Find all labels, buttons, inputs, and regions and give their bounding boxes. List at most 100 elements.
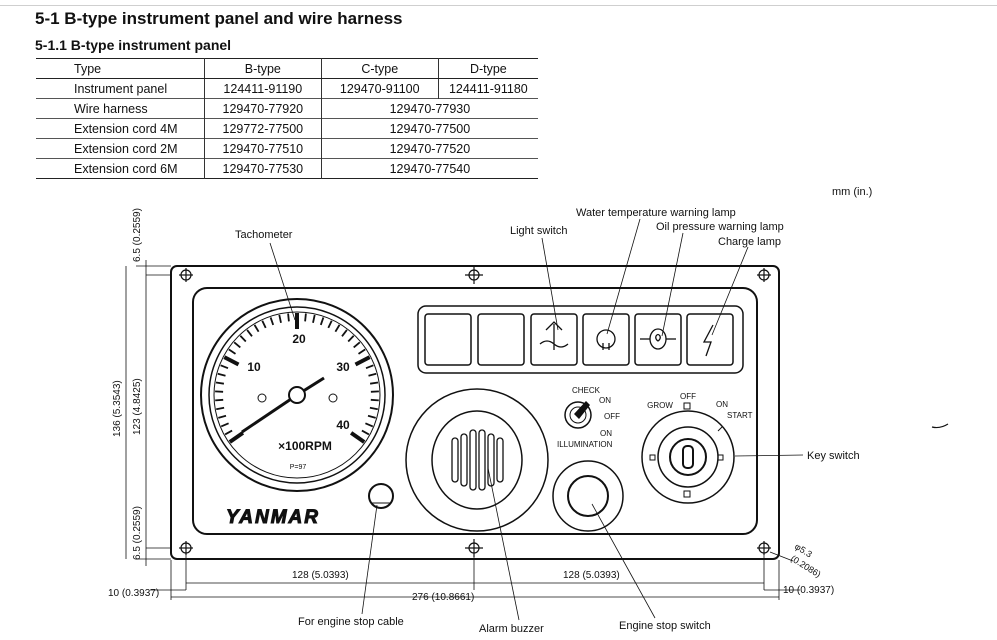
tach-tick xyxy=(341,329,348,337)
tach-tick xyxy=(353,341,361,349)
row-b-value: 129470-77530 xyxy=(203,158,322,179)
tach-tick xyxy=(215,398,224,402)
row-name: Extension cord 6M xyxy=(36,158,205,179)
tach-unit: ×100RPM xyxy=(278,439,332,453)
light-switch-toggle[interactable] xyxy=(564,401,592,429)
warning-lamp-module xyxy=(417,305,744,374)
key-start: START xyxy=(727,411,753,420)
tachometer-needle xyxy=(241,393,298,434)
light-switch-on-bottom: ON xyxy=(600,429,612,438)
row-name: Instrument panel xyxy=(36,78,205,99)
top-rule xyxy=(0,5,997,6)
dim-bottom-margin: 6.5 (0.2559) xyxy=(132,506,143,560)
table-row: Extension cord 2M 129470-77510 129470-77… xyxy=(36,138,538,159)
stray-mark xyxy=(931,423,949,429)
dim-top-margin: 6.5 (0.2559) xyxy=(132,208,143,262)
tach-tick xyxy=(261,320,267,329)
buzzer-slot xyxy=(478,429,486,491)
dim-half-left: 128 (5.0393) xyxy=(292,570,349,581)
label-key-switch: Key switch xyxy=(807,450,860,462)
buzzer-slot xyxy=(469,429,477,491)
row-cd-value: 129470-77520 xyxy=(320,138,538,159)
row-d-value: 124411-91180 xyxy=(437,78,538,99)
tach-tick xyxy=(349,431,366,444)
tach-tick xyxy=(215,381,225,385)
dim-total-width: 276 (10.8661) xyxy=(412,592,474,603)
mounting-hole xyxy=(179,541,193,555)
table-row: Extension cord 6M 129470-77530 129470-77… xyxy=(36,158,538,179)
tachometer-hub xyxy=(288,386,306,404)
table-row: Extension cord 4M 129772-77500 129470-77… xyxy=(36,118,538,139)
section-title: 5-1 B-type instrument panel and wire har… xyxy=(35,9,403,28)
header-b-type: B-type xyxy=(203,58,322,79)
leader-lines xyxy=(269,218,804,621)
tach-tick xyxy=(233,341,241,349)
water-temp-lamp xyxy=(582,313,630,366)
dim-left-edge: 10 (0.3937) xyxy=(108,588,159,599)
buzzer-slot xyxy=(451,437,459,483)
tach-tick xyxy=(368,372,377,377)
subsection-title: 5-1.1 B-type instrument panel xyxy=(35,37,232,53)
table-row: Wire harness 129470-77920 129470-77930 xyxy=(36,98,538,119)
tach-tick xyxy=(369,406,378,411)
tach-label-30: 30 xyxy=(336,360,350,374)
label-alarm-buzzer: Alarm buzzer xyxy=(479,623,544,635)
blank-lamp xyxy=(477,313,525,366)
label-charge-lamp: Charge lamp xyxy=(718,236,781,248)
tach-tick xyxy=(367,414,376,419)
key-grow: GROW xyxy=(647,401,673,410)
dimension-lines xyxy=(125,260,800,600)
panel-inner-frame xyxy=(192,287,758,535)
buzzer-slot xyxy=(487,433,495,487)
tach-tick xyxy=(304,313,307,322)
tach-tick xyxy=(361,429,370,436)
row-name: Extension cord 4M xyxy=(36,118,205,139)
row-c-value: 129470-91100 xyxy=(320,78,439,99)
label-engine-stop-cable: For engine stop cable xyxy=(298,616,404,628)
row-name: Wire harness xyxy=(36,98,205,119)
mounting-hole xyxy=(465,266,483,284)
row-cd-value: 129470-77500 xyxy=(320,118,538,139)
label-tachometer: Tachometer xyxy=(235,229,293,241)
charge-lamp xyxy=(686,313,734,366)
key-switch[interactable] xyxy=(641,402,735,504)
mounting-hole xyxy=(757,268,771,282)
row-b-value: 129470-77920 xyxy=(203,98,322,119)
tach-tick xyxy=(347,335,355,343)
tach-tick xyxy=(369,381,379,385)
dim-right-edge: 10 (0.3937) xyxy=(783,585,834,596)
tachometer-gauge: 10 20 30 40 ×100RPM P=97 xyxy=(200,298,394,492)
panel-outer-frame xyxy=(170,265,780,560)
mounting-hole xyxy=(757,541,771,555)
tach-tick xyxy=(216,406,225,411)
engine-stop-cable-port xyxy=(368,483,394,509)
row-name: Extension cord 2M xyxy=(36,138,205,159)
tach-tick xyxy=(246,329,253,337)
alarm-buzzer xyxy=(405,388,549,532)
tach-tick xyxy=(220,364,229,370)
tach-tick xyxy=(319,317,325,326)
table-header-row: Type B-type C-type D-type xyxy=(36,58,538,79)
blank-lamp xyxy=(424,313,472,366)
tach-tick xyxy=(334,324,341,333)
row-b-value: 129470-77510 xyxy=(203,138,322,159)
label-water-temp: Water temperature warning lamp xyxy=(576,207,736,219)
buzzer-slot xyxy=(460,433,468,487)
mounting-holes xyxy=(179,266,771,557)
tach-tick xyxy=(357,348,366,355)
tach-tick xyxy=(287,313,290,322)
tach-tick xyxy=(220,422,229,428)
parts-table: Type B-type C-type D-type Instrument pan… xyxy=(36,58,538,179)
tach-tick xyxy=(253,324,260,333)
light-switch-check: CHECK xyxy=(572,386,601,395)
unit-note: mm (in.) xyxy=(832,186,873,198)
light-switch-illumination: ILLUMINATION xyxy=(557,440,613,449)
mounting-hole xyxy=(179,268,193,282)
light-bulb-icon xyxy=(539,321,569,350)
row-b-value: 124411-91190 xyxy=(203,78,322,99)
engine-stop-switch-button[interactable] xyxy=(552,460,624,532)
tach-tick xyxy=(365,422,374,428)
thermometer-icon xyxy=(596,329,616,350)
tach-code: P=97 xyxy=(290,464,307,471)
